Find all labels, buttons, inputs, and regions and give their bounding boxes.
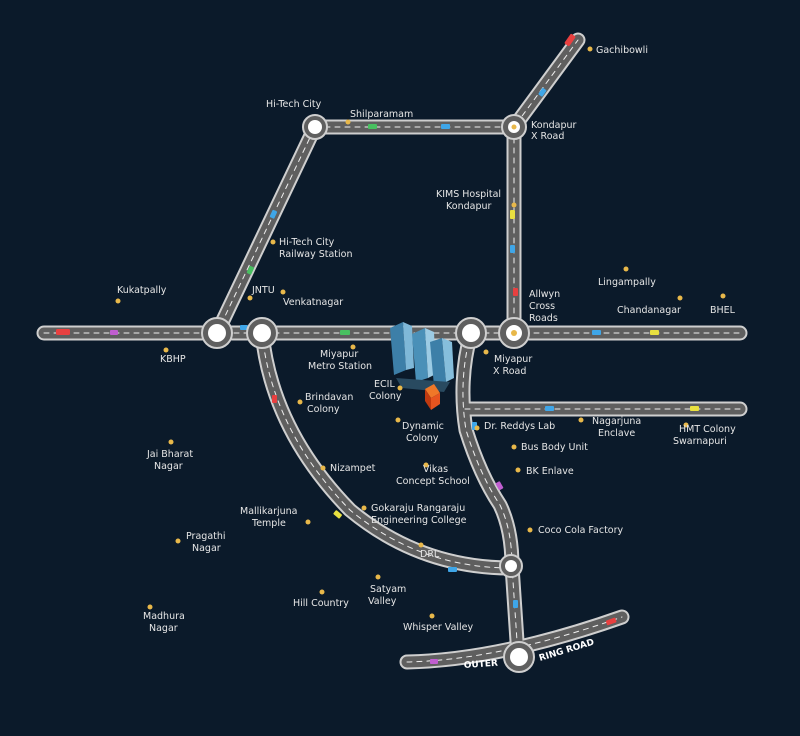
roundabout-orr [503, 641, 535, 673]
label-pragathi-1: Pragathi [186, 531, 226, 542]
label-jntu: JNTU [251, 285, 275, 296]
roundabout-miyapur [455, 317, 487, 349]
label-bus-body: Bus Body Unit [521, 442, 588, 453]
roundabout-jntu [246, 317, 278, 349]
label-madhura-1: Madhura [143, 611, 185, 622]
label-gokaraju-2: Engineering College [371, 515, 467, 526]
label-hmt-1: HMT Colony [679, 424, 736, 435]
roundabout-drl [499, 554, 523, 578]
vehicles [56, 33, 699, 664]
label-dynamic-2: Colony [406, 433, 439, 444]
label-whisper-valley: Whisper Valley [403, 622, 474, 633]
label-allwyn-2: Cross [529, 301, 555, 312]
label-kondapur-x-road-2: X Road [531, 131, 564, 142]
roundabout-kbhp [201, 317, 233, 349]
label-miyapur-metro-1: Miyapur [320, 349, 358, 360]
label-hitech-railway-2: Railway Station [279, 249, 353, 260]
label-hmt-2: Swarnapuri [673, 436, 727, 447]
label-gokaraju-1: Gokaraju Rangaraju [371, 503, 465, 514]
label-madhura-2: Nagar [149, 623, 178, 634]
label-hill-country: Hill Country [293, 598, 349, 609]
project-location-marker [425, 384, 440, 410]
label-mallikarjuna-2: Temple [251, 518, 286, 529]
label-bhel: BHEL [710, 305, 736, 316]
roundabout-hitech [302, 114, 328, 140]
roundabout-kondapur [501, 114, 527, 140]
label-kims-hospital-1: KIMS Hospital [436, 189, 501, 200]
label-ecil-2: Colony [369, 391, 402, 402]
label-drl: DRL [420, 549, 440, 560]
svg-text:OUTER: OUTER [464, 659, 499, 671]
label-kondapur-x-road-1: Kondapur [531, 120, 576, 131]
roundabouts [201, 114, 535, 673]
label-kbhp: KBHP [160, 354, 186, 365]
label-chandanagar: Chandanagar [617, 305, 681, 316]
label-nagarjuna-1: Nagarjuna [592, 416, 641, 427]
label-kims-hospital-2: Kondapur [446, 201, 491, 212]
label-mallikarjuna-1: Mallikarjuna [240, 506, 298, 517]
label-brindavan-2: Colony [307, 404, 340, 415]
label-vikas-2: Concept School [396, 476, 470, 487]
label-satyam-1: Satyam [370, 584, 406, 595]
label-vikas-1: Vikas [423, 464, 448, 475]
project-towers-icon [390, 322, 454, 392]
label-ecil-1: ECIL [374, 379, 395, 390]
label-pragathi-2: Nagar [192, 543, 221, 554]
label-dynamic-1: Dynamic [402, 421, 444, 432]
label-allwyn-3: Roads [529, 313, 558, 324]
label-jai-bharat-1: Jai Bharat [146, 449, 193, 460]
label-venkatnagar: Venkatnagar [283, 297, 343, 308]
label-brindavan-1: Brindavan [305, 392, 353, 403]
label-bk-enlave: BK Enlave [526, 466, 574, 477]
label-miyapur-x-1: Miyapur [494, 354, 532, 365]
label-dr-reddys: Dr. Reddys Lab [484, 421, 555, 432]
label-kukatpally: Kukatpally [117, 285, 167, 296]
roundabout-allwyn [498, 317, 530, 349]
label-hitech-city: Hi-Tech City [266, 99, 322, 110]
label-lingampally: Lingampally [598, 277, 656, 288]
label-shilparamam: Shilparamam [350, 109, 413, 120]
label-nagarjuna-2: Enclave [598, 428, 635, 439]
label-miyapur-x-2: X Road [493, 366, 526, 377]
place-labels: Gachibowli Hi-Tech City Shilparamam Kond… [117, 45, 736, 634]
label-allwyn-1: Allwyn [529, 289, 560, 300]
label-jai-bharat-2: Nagar [154, 461, 183, 472]
label-gachibowli: Gachibowli [596, 45, 648, 56]
label-hitech-railway-1: Hi-Tech City [279, 237, 335, 248]
label-coco-cola: Coco Cola Factory [538, 525, 624, 536]
poi-dots [115, 46, 726, 619]
label-satyam-2: Valley [368, 596, 397, 607]
label-nizampet: Nizampet [330, 463, 376, 474]
label-miyapur-metro-2: Metro Station [308, 361, 372, 372]
